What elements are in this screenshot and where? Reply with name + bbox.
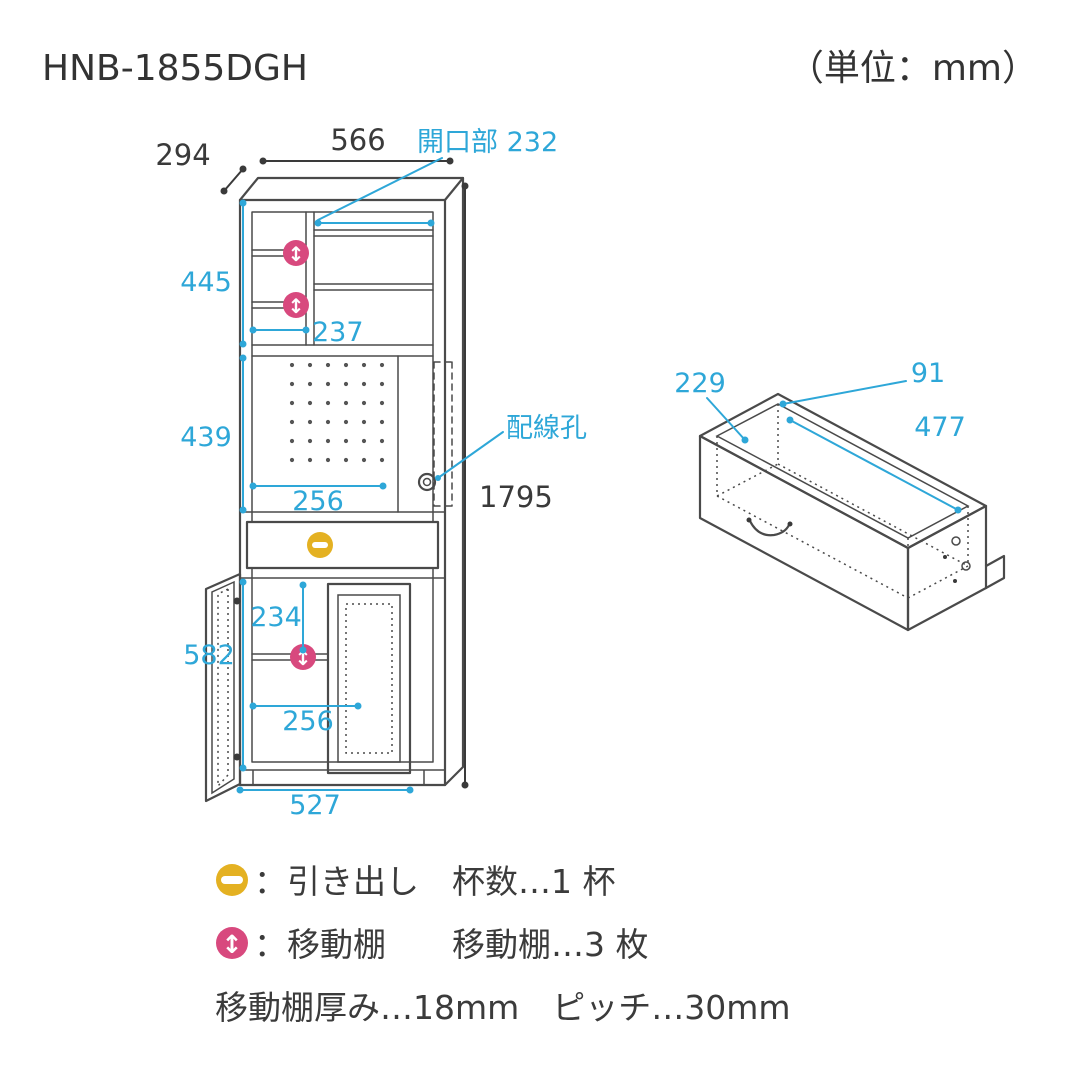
svg-text:477: 477	[914, 412, 966, 443]
drawer-detail-drawing	[698, 392, 1006, 632]
right-door-frame	[337, 594, 401, 763]
door-hinge-bottom	[233, 753, 241, 761]
slide-hole	[951, 536, 961, 546]
slide-screw	[953, 579, 957, 583]
upper-left-shelves	[251, 249, 307, 309]
dimension-opening-232: 開口部 232	[314, 127, 558, 227]
cabinet-base	[239, 769, 446, 786]
right-door-glass	[345, 603, 393, 754]
left-door-glass	[217, 587, 229, 788]
cabinet-top-face	[238, 176, 465, 202]
dimension-234: 234	[250, 581, 307, 654]
dimension-582: 582	[183, 578, 247, 772]
unit-note: （単位：mm）	[788, 48, 1038, 89]
dimension-drawer-477: 477	[786, 412, 966, 514]
svg-text:234: 234	[250, 602, 302, 633]
svg-text:256: 256	[292, 486, 344, 517]
dimension-drawer-229: 229	[674, 368, 749, 444]
dimension-445: 445	[180, 199, 247, 348]
handle-screw	[746, 517, 752, 523]
drawer-end-face	[906, 504, 988, 632]
left-door-open	[204, 572, 242, 803]
drawer-hidden-edges	[716, 404, 969, 600]
right-door-closed	[326, 582, 412, 775]
model-number: HNB-1855DGH	[42, 48, 308, 89]
legend: ：引き出し 杯数…1 杯 ↕ ：移動棚 移動棚…3 枚 移動棚厚み…18mm ピ…	[215, 862, 791, 1027]
drawer-icon	[216, 864, 248, 896]
handle-screw	[787, 521, 793, 527]
svg-text:開口部 232: 開口部 232	[417, 127, 558, 158]
dimension-256-middle: 256	[249, 482, 387, 517]
legend-drawer-text: ：引き出し 杯数…1 杯	[254, 862, 616, 901]
svg-text:256: 256	[282, 706, 334, 737]
svg-text:582: 582	[183, 640, 235, 671]
slide-rail-tab	[984, 554, 1006, 590]
upper-right-shelves	[313, 229, 434, 291]
wiring-hole	[417, 472, 437, 492]
dimension-256-lower: 256	[249, 702, 362, 737]
movable-shelf-icon: ↕	[216, 927, 248, 959]
svg-text:566: 566	[330, 123, 385, 157]
door-hinge-top	[233, 597, 241, 605]
svg-text:↕: ↕	[222, 930, 243, 959]
pegboard-back-panel	[287, 363, 395, 466]
dimension-width-566: 566	[259, 123, 454, 165]
drawer-handle	[748, 519, 791, 537]
slide-screw	[943, 555, 947, 559]
left-door-frame	[211, 580, 235, 795]
svg-text:↕: ↕	[288, 242, 305, 266]
svg-text:↕: ↕	[295, 646, 312, 670]
dimension-439: 439	[180, 354, 247, 514]
movable-shelf-icon: ↕	[283, 240, 309, 266]
legend-note-text: 移動棚厚み…18mm ピッチ…30mm	[215, 988, 791, 1027]
slide-hole	[961, 561, 971, 571]
svg-text:↕: ↕	[288, 294, 305, 318]
svg-text:91: 91	[911, 358, 945, 389]
drawer-front-face	[698, 434, 910, 632]
dimension-height-1795: 1795	[461, 182, 553, 789]
svg-text:439: 439	[180, 422, 232, 453]
drawer-front-panel	[245, 520, 440, 570]
cabinet-drawing	[204, 176, 465, 803]
drawer-icon	[307, 532, 333, 558]
svg-text:229: 229	[674, 368, 726, 399]
cabinet-side-face	[443, 176, 465, 787]
svg-text:1795: 1795	[479, 480, 553, 514]
movable-shelf-icon: ↕	[283, 292, 309, 318]
svg-text:527: 527	[289, 790, 341, 821]
svg-text:294: 294	[155, 138, 210, 172]
dimension-527: 527	[236, 786, 414, 821]
legend-shelf-text: ：移動棚 移動棚…3 枚	[254, 925, 649, 964]
dimension-237: 237	[249, 317, 364, 348]
fixed-middle-shelf	[251, 344, 434, 357]
wiring-hole-label: 配線孔	[435, 413, 587, 481]
wiring-hole-inner	[422, 477, 432, 487]
dimension-drawer-91: 91	[779, 358, 945, 408]
svg-text:237: 237	[312, 317, 364, 348]
dimension-depth-294: 294	[155, 138, 247, 195]
side-panel-hidden-lines	[433, 361, 453, 507]
svg-text:445: 445	[180, 267, 232, 298]
svg-text:配線孔: 配線孔	[506, 413, 587, 444]
upper-divider	[305, 211, 315, 346]
movable-shelf-icon: ↕	[290, 644, 316, 670]
